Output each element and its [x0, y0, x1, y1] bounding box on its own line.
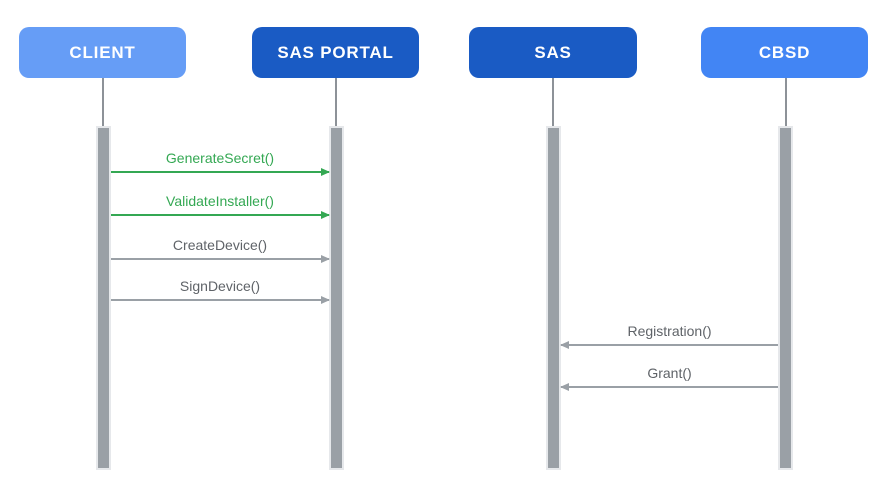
actor-box-cbsd: CBSD: [701, 27, 868, 78]
arrowhead-left-icon: [560, 382, 569, 391]
actor-box-sas-portal: SAS PORTAL: [252, 27, 419, 78]
message-line: [561, 386, 778, 388]
message-line: [111, 299, 329, 301]
message-label-generate-secret: GenerateSecret(): [165, 150, 275, 166]
message-label-sign-device: SignDevice(): [179, 278, 261, 294]
arrowhead-right-icon: [321, 295, 330, 304]
actor-label-client: CLIENT: [69, 42, 136, 62]
message-label-registration: Registration(): [627, 323, 712, 339]
activation-bar-sas-portal: [329, 126, 344, 470]
lifeline-cbsd: [785, 78, 787, 127]
actor-box-client: CLIENT: [19, 27, 186, 78]
message-line: [111, 171, 329, 173]
lifeline-sas-portal: [335, 78, 337, 127]
arrowhead-right-icon: [321, 167, 330, 176]
arrowhead-right-icon: [321, 210, 330, 219]
message-line: [111, 258, 329, 260]
actor-label-cbsd: CBSD: [758, 42, 811, 62]
actor-label-sas: SAS: [534, 42, 572, 62]
activation-bar-client: [96, 126, 111, 470]
actor-box-sas: SAS: [469, 27, 637, 78]
activation-bar-sas: [546, 126, 561, 470]
message-line: [561, 344, 778, 346]
arrowhead-right-icon: [321, 254, 330, 263]
lifeline-sas: [552, 78, 554, 127]
message-label-validate-installer: ValidateInstaller(): [166, 193, 274, 209]
arrowhead-left-icon: [560, 340, 569, 349]
message-line: [111, 214, 329, 216]
message-label-grant: Grant(): [647, 365, 692, 381]
activation-bar-cbsd: [778, 126, 793, 470]
actor-label-sas-portal: SAS PORTAL: [277, 42, 394, 62]
lifeline-client: [102, 78, 104, 127]
message-label-create-device: CreateDevice(): [172, 237, 268, 253]
